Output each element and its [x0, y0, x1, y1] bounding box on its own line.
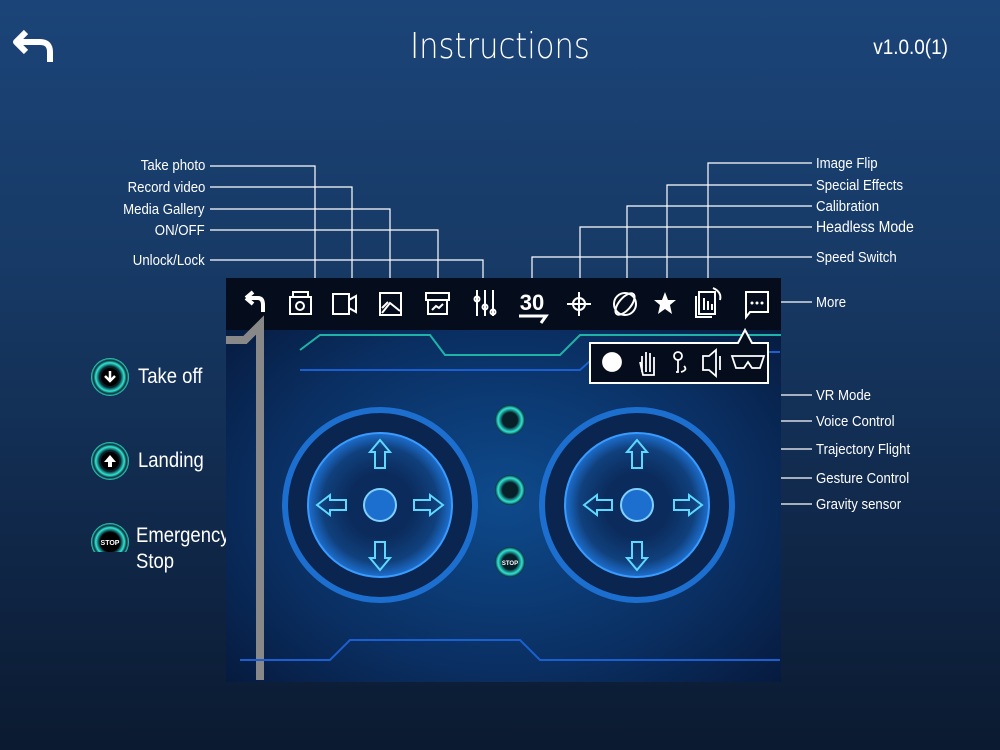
- calibration-icon: [613, 292, 637, 316]
- label-trajectory-flight: Trajectory Flight: [816, 441, 911, 458]
- label-stop: Stop: [136, 550, 175, 573]
- page-title: Instructions: [410, 26, 590, 67]
- label-more: More: [816, 294, 847, 311]
- camera-icon: [289, 291, 312, 315]
- label-record-video: Record video: [127, 179, 205, 196]
- label-emergency: Emergency: [136, 524, 230, 547]
- controller-screen: 30 STOP: [226, 278, 781, 682]
- label-landing: Landing: [138, 449, 204, 472]
- label-speed-switch: Speed Switch: [816, 249, 897, 266]
- label-voice-control: Voice Control: [816, 413, 895, 430]
- speed-switch-icon: 30: [520, 290, 544, 315]
- label-gravity-sensor: Gravity sensor: [816, 496, 902, 513]
- trajectory-icon: [673, 351, 687, 373]
- video-icon: [332, 293, 357, 315]
- image-flip-icon: [695, 287, 722, 318]
- label-headless-mode: Headless Mode: [816, 219, 914, 236]
- takeoff-icon: [91, 358, 129, 396]
- back-icon: [244, 290, 265, 312]
- landing-icon: [91, 442, 129, 480]
- label-vr-mode: VR Mode: [816, 387, 872, 404]
- label-special-effects: Special Effects: [816, 177, 904, 194]
- power-icon: [425, 292, 450, 315]
- label-take-off: Take off: [138, 365, 203, 388]
- version-label: v1.0.0(1): [873, 36, 948, 59]
- drone-icon: [567, 292, 591, 316]
- stop-icon: STOP: [91, 523, 129, 552]
- label-take-photo: Take photo: [140, 157, 205, 174]
- label-calibration: Calibration: [816, 198, 880, 215]
- label-gesture-control: Gesture Control: [816, 470, 910, 487]
- unlock-lock-icon: [473, 290, 497, 316]
- label-on-off: ON/OFF: [155, 222, 205, 239]
- label-image-flip: Image Flip: [816, 155, 878, 172]
- image-icon: [379, 292, 402, 316]
- gravity-sensor-icon: [602, 352, 622, 372]
- voice-icon: [702, 348, 721, 378]
- label-unlock-lock: Unlock/Lock: [133, 252, 205, 269]
- star-icon: [654, 292, 676, 314]
- svg-text:STOP: STOP: [101, 540, 120, 547]
- left-joystick: [282, 407, 478, 603]
- center-buttons: STOP: [495, 405, 525, 577]
- right-joystick: [539, 407, 735, 603]
- more-icon: [745, 291, 769, 320]
- vr-icon: [730, 355, 766, 369]
- svg-text:STOP: STOP: [502, 561, 518, 567]
- side-button-icons: STOP: [91, 358, 129, 552]
- back-arrow-icon[interactable]: [12, 26, 56, 66]
- label-media-gallery: Media Gallery: [123, 201, 205, 218]
- gesture-icon: [639, 352, 655, 376]
- toolbar-icons: [244, 287, 769, 320]
